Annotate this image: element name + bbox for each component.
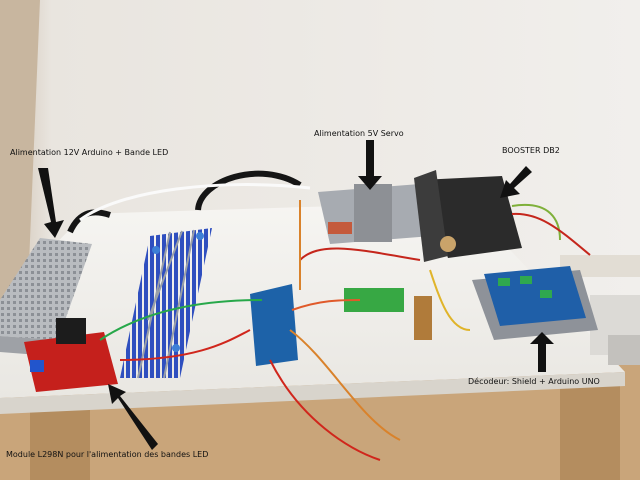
arrow-booster xyxy=(500,166,532,198)
label-l298n: Module L298N pour l'alimentation des ban… xyxy=(6,450,209,459)
servo-driver-board xyxy=(250,284,298,366)
rail-2 xyxy=(163,229,195,379)
track-pin-1 xyxy=(196,232,204,240)
shield-terminal-3 xyxy=(540,290,552,298)
arrow-l298n xyxy=(108,384,158,450)
arduino-shield xyxy=(484,266,586,326)
shield-terminal-2 xyxy=(520,276,532,284)
grey-box xyxy=(608,335,640,365)
arrow-decoder xyxy=(530,332,554,372)
white-cable xyxy=(79,183,311,222)
board-edge xyxy=(0,372,625,414)
booster-heatsink xyxy=(414,170,448,262)
booster-capacitor xyxy=(440,236,456,252)
servo-motor xyxy=(414,296,432,340)
wooden-leg-right xyxy=(560,380,620,480)
rail-3 xyxy=(147,230,183,321)
l298n-heatsink xyxy=(56,318,86,344)
wooden-leg-left xyxy=(30,400,90,480)
label-power-supply: Alimentation 12V Arduino + Bande LED xyxy=(10,148,169,157)
l298n-terminal xyxy=(30,360,44,372)
black-cable xyxy=(195,170,302,211)
servo-psu-plate xyxy=(354,184,392,242)
track-pin-3 xyxy=(172,344,180,352)
power-supply-12v xyxy=(0,238,92,340)
track-ties xyxy=(120,228,212,378)
arrow-servo xyxy=(358,140,382,190)
arrow-power xyxy=(38,168,64,238)
track-pin-2 xyxy=(152,246,160,254)
l298n-module xyxy=(24,332,118,392)
servo-psu-label xyxy=(328,222,352,234)
shield-terminal-1 xyxy=(498,278,510,286)
label-servo-power: Alimentation 5V Servo xyxy=(314,129,404,138)
label-decoder: Décodeur: Shield + Arduino UNO xyxy=(468,377,600,386)
label-booster: BOOSTER DB2 xyxy=(502,146,560,155)
wires xyxy=(99,200,591,461)
annotation-arrows xyxy=(38,140,554,450)
